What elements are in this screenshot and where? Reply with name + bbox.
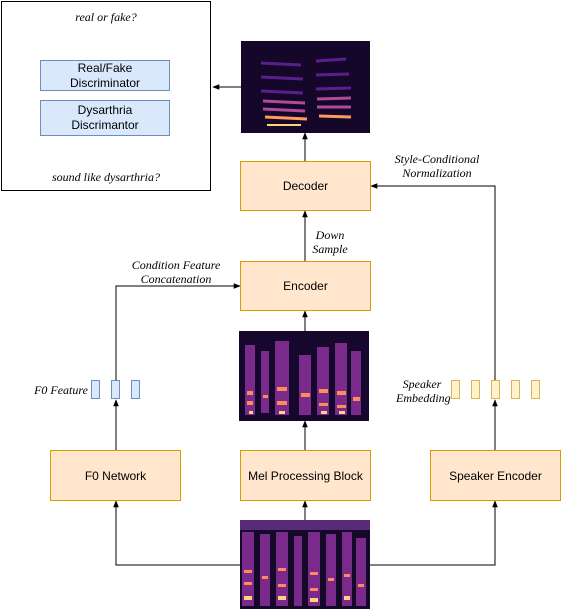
decoder-block: Decoder bbox=[240, 161, 371, 211]
speaker-embedding-chip bbox=[531, 380, 540, 399]
dysarthria-discriminator: Dysarthria Discrimantor bbox=[40, 100, 170, 136]
f0-feature-chip bbox=[131, 380, 140, 399]
arrow-embedding-to-decoder bbox=[370, 183, 496, 380]
speaker-embedding-chip bbox=[511, 380, 520, 399]
down-sample-label: Down Sample bbox=[312, 228, 348, 256]
speaker-embedding-chip bbox=[471, 380, 480, 399]
speaker-embedding-label: Speaker Embedding bbox=[396, 377, 451, 405]
arrow-input-to-f0 bbox=[113, 500, 240, 566]
speaker-embedding-chip bbox=[491, 380, 500, 399]
processed-spectrogram bbox=[239, 331, 369, 421]
discriminator-panel bbox=[1, 1, 211, 191]
f0-feature-chip bbox=[91, 380, 100, 399]
input-spectrogram bbox=[240, 520, 370, 609]
encoder-block: Encoder bbox=[240, 261, 371, 311]
f0-network-block: F0 Network bbox=[50, 450, 181, 501]
mel-processing-block: Mel Processing Block bbox=[240, 450, 371, 501]
dysarthria-question: sound like dysarthria? bbox=[52, 170, 160, 184]
speaker-encoder-block: Speaker Encoder bbox=[430, 450, 561, 501]
f0-feature-label: F0 Feature bbox=[34, 383, 88, 397]
condition-concat-label: Condition Feature Concatenation bbox=[131, 258, 221, 286]
real-fake-discriminator: Real/Fake Discriminator bbox=[40, 60, 170, 91]
f0-feature-chip bbox=[111, 380, 120, 399]
speaker-embedding-chip bbox=[451, 380, 460, 399]
output-spectrogram bbox=[241, 41, 370, 133]
arrow-f0-feature-to-encoder bbox=[115, 283, 241, 380]
real-or-fake-question: real or fake? bbox=[75, 10, 137, 24]
arrow-input-to-speaker bbox=[370, 500, 498, 566]
style-conditional-label: Style-Conditional Normalization bbox=[394, 152, 480, 180]
